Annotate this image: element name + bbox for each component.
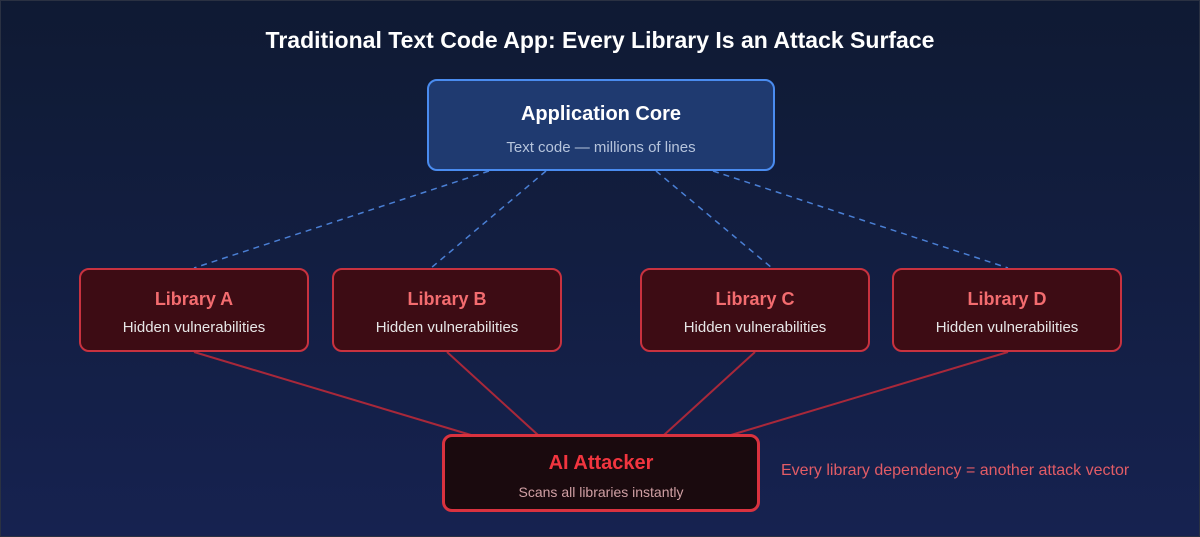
- library-c-label: Library C: [715, 289, 795, 309]
- library-c-node: Library C Hidden vulnerabilities: [640, 268, 870, 352]
- library-c-description: Hidden vulnerabilities: [683, 319, 827, 336]
- library-a-label: Library A: [154, 289, 234, 309]
- attack-link-b: [446, 351, 539, 436]
- library-d-label: Library D: [967, 289, 1047, 309]
- library-a-description: Hidden vulnerabilities: [122, 319, 266, 336]
- library-d-description: Hidden vulnerabilities: [935, 319, 1079, 336]
- application-core-description: Text code — millions of lines: [506, 139, 696, 156]
- attack-link-d: [730, 351, 1009, 436]
- library-d-node: Library D Hidden vulnerabilities: [892, 268, 1122, 352]
- application-core-label: Application Core: [520, 103, 681, 125]
- application-core-node: Application Core Text code — millions of…: [427, 79, 775, 171]
- library-b-node: Library B Hidden vulnerabilities: [332, 268, 562, 352]
- dependency-link-c: [655, 170, 773, 269]
- dependency-link-b: [430, 170, 547, 269]
- ai-attacker-node: AI Attacker Scans all libraries instantl…: [442, 434, 760, 512]
- ai-attacker-description: Scans all libraries instantly: [518, 484, 684, 500]
- attack-link-c: [663, 351, 756, 436]
- dependency-link-a: [193, 170, 490, 269]
- ai-attacker-label: AI Attacker: [548, 452, 654, 474]
- attack-link-a: [193, 351, 472, 436]
- library-b-description: Hidden vulnerabilities: [375, 319, 519, 336]
- dependency-link-d: [712, 170, 1009, 269]
- library-b-label: Library B: [407, 289, 487, 309]
- diagram-title: Traditional Text Code App: Every Library…: [265, 27, 935, 53]
- library-a-node: Library A Hidden vulnerabilities: [79, 268, 309, 352]
- attack-vector-note: Every library dependency = another attac…: [781, 462, 1130, 479]
